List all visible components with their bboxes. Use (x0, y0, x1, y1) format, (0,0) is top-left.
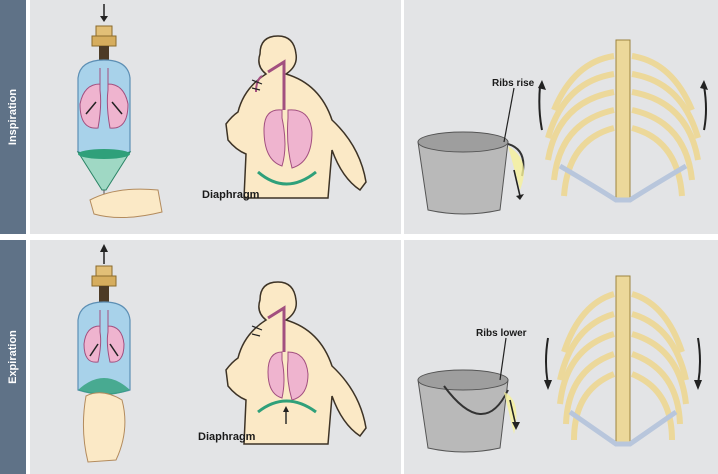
inspiration-label: Inspiration (7, 88, 19, 146)
bell-jar-model (77, 244, 131, 463)
bucket-handle-model (417, 131, 525, 215)
human-torso-figure (225, 35, 367, 199)
rib-cage-illustration (538, 39, 708, 203)
diaphragm-label: Diaphragm (198, 431, 256, 443)
inspiration-sidebar: Inspiration (0, 0, 26, 234)
human-torso-figure (225, 281, 367, 445)
ribs-lower-label: Ribs lower (476, 328, 527, 339)
inspiration-lung-model-panel: Diaphragm (30, 0, 401, 234)
inspiration-ribcage-panel: Ribs rise (404, 0, 718, 234)
bell-jar-model (76, 4, 163, 219)
bucket-handle-model (417, 369, 520, 453)
expiration-lung-model-panel: Diaphragm (30, 240, 401, 474)
expiration-label: Expiration (7, 330, 19, 384)
expiration-sidebar: Expiration (0, 240, 26, 474)
rib-cage-illustration (544, 275, 702, 447)
ribs-rise-label: Ribs rise (492, 78, 535, 89)
expiration-ribcage-panel: Ribs lower (404, 240, 718, 474)
diaphragm-label: Diaphragm (202, 189, 260, 201)
